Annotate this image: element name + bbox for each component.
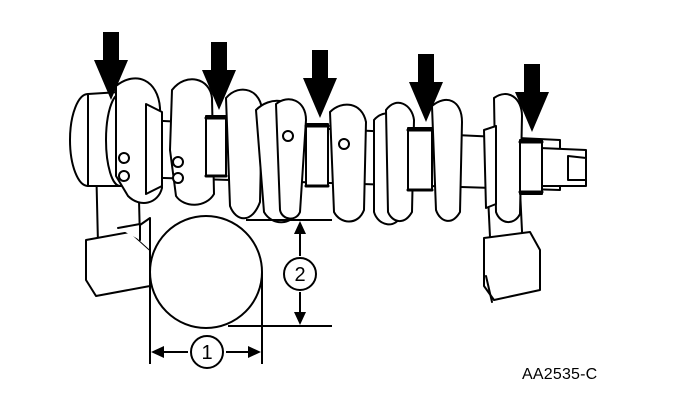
- callout-1: 1: [190, 335, 224, 369]
- counterweight-4a: [329, 103, 367, 223]
- oil-holes: [118, 130, 350, 184]
- figure-id-label: AA2535-C: [522, 366, 598, 383]
- counterweight-5b: [431, 98, 463, 222]
- down-arrow-icon: [409, 54, 443, 122]
- main-journal-bands: [205, 115, 543, 195]
- down-arrow-icon: [202, 42, 236, 110]
- callout-2-number: 2: [294, 264, 305, 286]
- callout-1-number: 1: [201, 342, 212, 364]
- down-arrow-icon: [515, 64, 549, 132]
- journal-cross-section: [149, 215, 263, 329]
- counterweight-3b: [275, 98, 307, 220]
- callout-2: 2: [283, 257, 317, 291]
- down-arrow-icon: [94, 32, 128, 100]
- journal-arrows: [94, 32, 549, 132]
- down-arrow-icon: [303, 50, 337, 118]
- counterweight-6: [493, 93, 523, 223]
- dimension-arrowheads: [151, 221, 306, 358]
